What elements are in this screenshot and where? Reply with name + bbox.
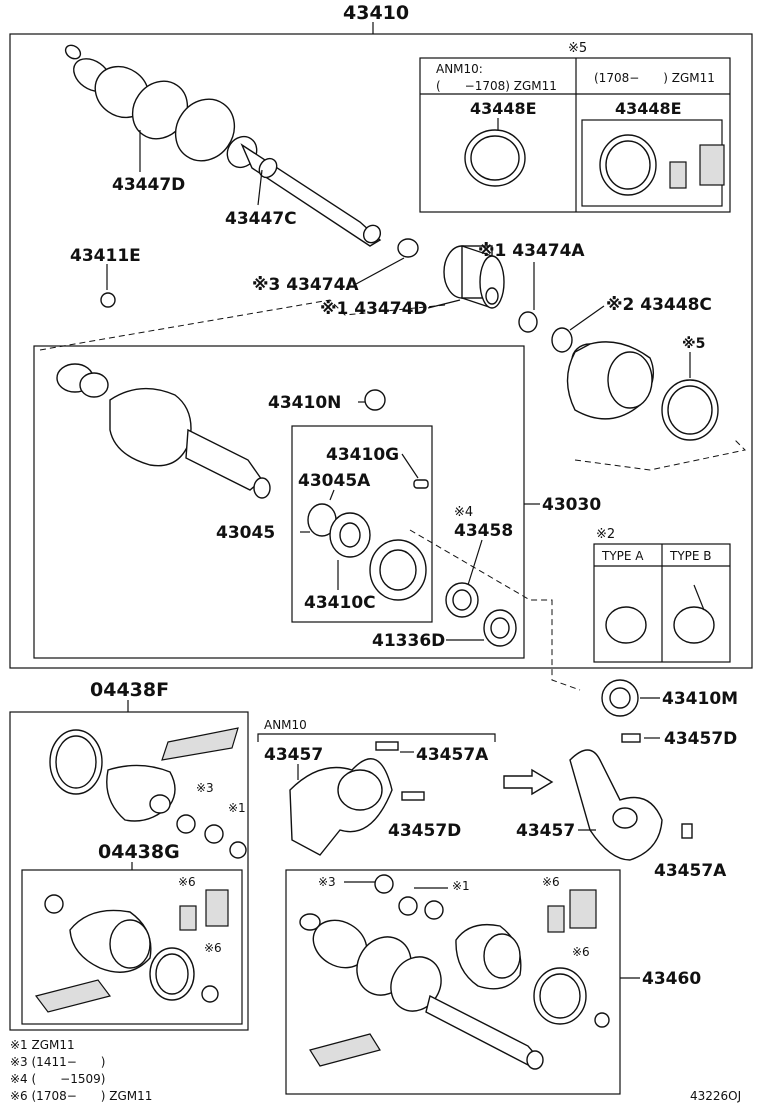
label-43045a: 43045A (298, 471, 371, 491)
mark-4: ※4 (454, 505, 473, 520)
inner-boot (566, 341, 654, 420)
label-anm10: ANM10 (264, 718, 307, 732)
label-04438f: 04438F (90, 679, 169, 701)
label-43457-left: 43457 (264, 745, 323, 765)
label-43410n: 43410N (268, 393, 341, 413)
label-43410g: 43410G (326, 445, 399, 465)
label-43460: 43460 (642, 969, 701, 989)
outboard-packet-1 (547, 905, 565, 933)
label-43457d-right: 43457D (664, 729, 737, 749)
label-43411e: 43411E (70, 246, 141, 266)
damper-43474d (443, 245, 505, 309)
note-5-box (419, 57, 731, 213)
bearing-subframe (291, 425, 433, 623)
label-43410c: 43410C (304, 593, 376, 613)
label-04438g: 04438G (98, 841, 180, 863)
label-43447c: 43447C (225, 209, 297, 229)
label-43030: 43030 (542, 495, 601, 515)
bolt-43457a-left (375, 741, 399, 751)
mark-5-boot: ※5 (682, 336, 705, 352)
mark-6-kit-g-a: ※6 (178, 875, 196, 889)
label-43045: 43045 (216, 523, 275, 543)
pin-43410g (413, 479, 429, 489)
label-43448e-left: 43448E (470, 99, 537, 118)
label-43448c: ※2 43448C (606, 295, 712, 315)
label-43448e-right: 43448E (615, 99, 682, 118)
driveshaft-outer-assembly (64, 44, 382, 247)
mark-5: ※5 (568, 41, 587, 56)
note-5-left-line2: ( −1708) ZGM11 (436, 79, 557, 93)
snap-ring-43411e (100, 292, 116, 308)
mark-6-outboard-a: ※6 (542, 875, 560, 889)
arrow-right-icon (503, 768, 554, 796)
label-43474a-3: ※3 43474A (252, 275, 359, 295)
label-41336d: 41336D (372, 631, 445, 651)
label-43457a-right: 43457A (654, 861, 727, 881)
label-43447d: 43447D (112, 175, 185, 195)
label-43410: 43410 (343, 2, 409, 24)
mark-6-outboard-b: ※6 (572, 945, 590, 959)
mark-2: ※2 (596, 527, 615, 542)
outboard-clamp-3 (424, 900, 444, 920)
mark-3-kit-f: ※3 (196, 781, 214, 795)
bolt-43457a-right (681, 823, 693, 839)
kit-g-ring (201, 985, 219, 1003)
mark-1-outboard: ※1 (452, 879, 470, 893)
footnote-6: ※6 (1708− ) ZGM11 (10, 1089, 152, 1103)
boot-kit-g-frame (21, 869, 243, 1025)
kit-g-packet-2 (205, 889, 229, 927)
snap-ring-43410n (364, 389, 386, 411)
mark-3-outboard: ※3 (318, 875, 336, 889)
main-assembly-frame (9, 33, 753, 669)
clamp-43474a-3 (397, 238, 419, 258)
label-43410m: 43410M (662, 689, 738, 709)
kit-f-clamp-1 (176, 814, 196, 834)
inboard-joint-frame (33, 345, 525, 659)
clamp-43448c (551, 327, 573, 353)
footnote-3: ※3 (1411− ) (10, 1055, 105, 1069)
kit-g-clamp (44, 894, 64, 914)
label-43457a-left: 43457A (416, 745, 489, 765)
boot-kit-f-frame (9, 711, 249, 1031)
kit-f-grease-bag (161, 727, 239, 761)
outboard-clamp-1 (374, 874, 394, 894)
label-43457d-left: 43457D (388, 821, 461, 841)
kit-f-clamp-2 (204, 824, 224, 844)
outboard-grease-bag (309, 1033, 381, 1067)
type-b-label: TYPE B (669, 549, 712, 563)
mark-6-kit-g-b: ※6 (204, 941, 222, 955)
inboard-housing (56, 363, 271, 499)
label-43458: 43458 (454, 521, 513, 541)
kit-g-grease-bag (34, 979, 112, 1013)
clamp-type-b (673, 606, 715, 644)
kit-g-packet-1 (179, 905, 197, 931)
note-5-left-line1: ANM10: (436, 62, 483, 76)
mark-1-kit-f: ※1 (228, 801, 246, 815)
footnote-4: ※4 ( −1509) (10, 1072, 105, 1086)
bolt-43457d-right (621, 733, 641, 743)
outboard-joint-frame (285, 869, 621, 1095)
bolt-43457d-left (401, 791, 425, 801)
grease-packet-1 (669, 161, 687, 189)
outboard-ring (594, 1012, 610, 1028)
drawing-code: 43226OJ (690, 1089, 741, 1103)
label-43457-right: 43457 (516, 821, 575, 841)
note-5-right-cond: (1708− ) ZGM11 (594, 71, 715, 85)
kit-f-clamp-3 (229, 841, 247, 859)
bracket-43457-right (569, 749, 663, 861)
grease-packet-2 (699, 144, 725, 186)
type-a-label: TYPE A (601, 549, 644, 563)
footnote-1: ※1 ZGM11 (10, 1038, 75, 1052)
bracket-43457-left (289, 758, 393, 856)
label-43474a-1: ※1 43474A (478, 241, 585, 261)
clamp-type-a (605, 606, 647, 644)
label-43474d: ※1 43474D (320, 299, 428, 319)
outboard-packet-2 (569, 889, 597, 929)
outboard-clamp-2 (398, 896, 418, 916)
outboard-driveshaft (299, 913, 544, 1070)
clamp-43474a-1 (518, 311, 538, 333)
